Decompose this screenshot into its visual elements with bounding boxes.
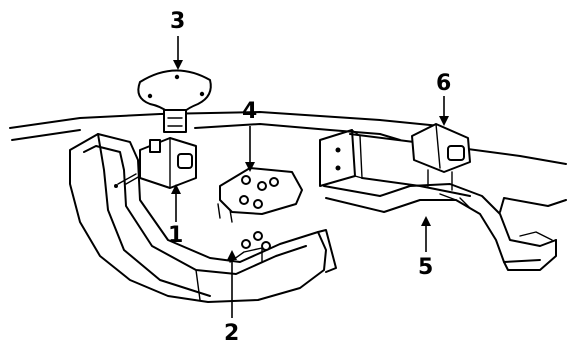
part-5-transmission-crossmember [323,183,567,271]
part-2-bolts [241,231,271,251]
leader-lines [171,36,449,318]
rear-crossmember-edge [194,123,401,141]
part-4-mount-bracket [217,167,303,223]
right-frame-bracket [319,129,356,187]
callout-4: 4 [242,99,257,124]
callout-3: 3 [170,9,185,34]
callout-6: 6 [436,71,451,96]
callout-labels: 3 1 4 2 6 5 [168,9,451,346]
part-1-engine-mount [114,137,197,189]
left-crossmember [69,133,337,303]
callout-1: 1 [168,223,183,248]
upper-frame-rail [9,111,441,129]
upper-frame-rail-lower-edge [11,129,81,141]
part-3-upper-insulator [137,69,212,133]
part-6-transmission-mount [411,123,471,191]
right-frame-rail [349,133,567,165]
callout-2: 2 [224,321,239,346]
callout-5: 5 [418,255,433,280]
